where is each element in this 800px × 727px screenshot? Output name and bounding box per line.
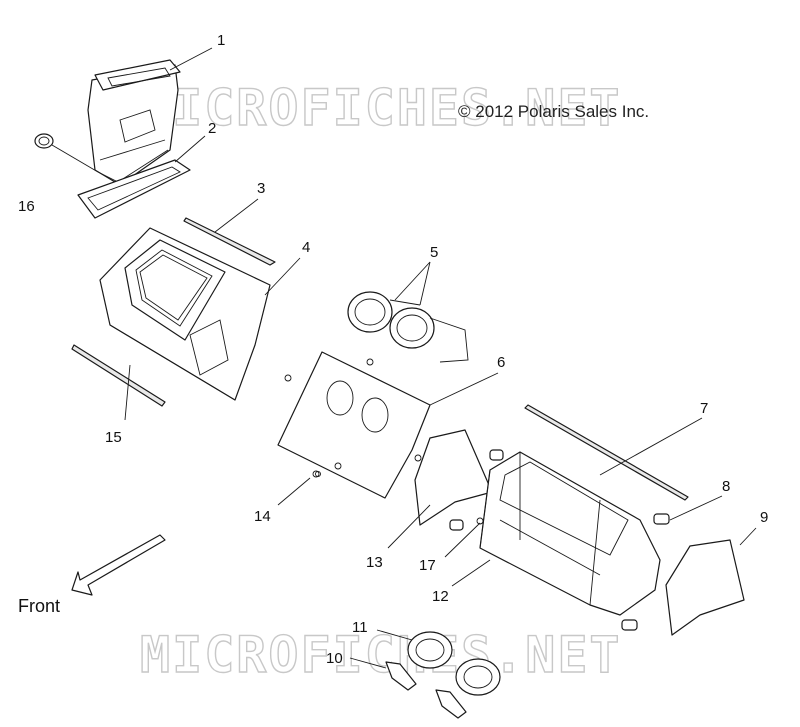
callout-15: 15 bbox=[105, 429, 122, 446]
copyright-notice: © 2012 Polaris Sales Inc. bbox=[458, 102, 649, 121]
part-6-mounting-plate bbox=[277, 351, 431, 499]
front-direction-arrow bbox=[71, 534, 166, 596]
part-10-clamps bbox=[385, 661, 467, 719]
part-17-fitting bbox=[476, 517, 484, 525]
callout-2: 2 bbox=[208, 120, 216, 137]
callout-6: 6 bbox=[497, 354, 505, 371]
callout-13: 13 bbox=[366, 554, 383, 571]
callout-3: 3 bbox=[257, 180, 265, 197]
callout-labels: 1 2 3 4 5 6 7 8 9 10 11 12 13 14 15 16 1… bbox=[18, 32, 768, 667]
part-15-seal-strip bbox=[71, 344, 166, 407]
part-8-grommets bbox=[449, 449, 670, 631]
part-9-gasket bbox=[665, 539, 745, 636]
callout-7: 7 bbox=[700, 400, 708, 417]
callout-11: 11 bbox=[352, 619, 368, 636]
part-4-airbox-cover bbox=[99, 227, 271, 401]
callout-leaders bbox=[124, 47, 757, 669]
part-13-gasket bbox=[414, 429, 493, 526]
callout-1: 1 bbox=[217, 32, 225, 49]
part-16-clamp bbox=[34, 133, 99, 173]
part-11-outlet-boots bbox=[407, 631, 501, 696]
watermark-top: MICROFICHES.NET bbox=[140, 79, 622, 137]
callout-17: 17 bbox=[419, 557, 436, 574]
callout-9: 9 bbox=[760, 509, 768, 526]
callout-4: 4 bbox=[302, 239, 310, 256]
part-5-intake-boots bbox=[347, 291, 469, 363]
callout-14: 14 bbox=[254, 508, 271, 525]
watermark-bottom: MICROFICHES.NET bbox=[140, 626, 622, 684]
part-3-seal-strip bbox=[183, 217, 276, 266]
callout-12: 12 bbox=[432, 588, 449, 605]
front-label: Front bbox=[18, 596, 60, 616]
part-14-bolts bbox=[315, 462, 342, 477]
callout-10: 10 bbox=[326, 650, 343, 667]
callout-8: 8 bbox=[722, 478, 730, 495]
part-12-airbox-base bbox=[479, 451, 661, 616]
part-7-seal-strip bbox=[524, 404, 689, 501]
part-2-gasket bbox=[77, 159, 191, 219]
callout-5: 5 bbox=[430, 244, 438, 261]
callout-16: 16 bbox=[18, 198, 35, 215]
